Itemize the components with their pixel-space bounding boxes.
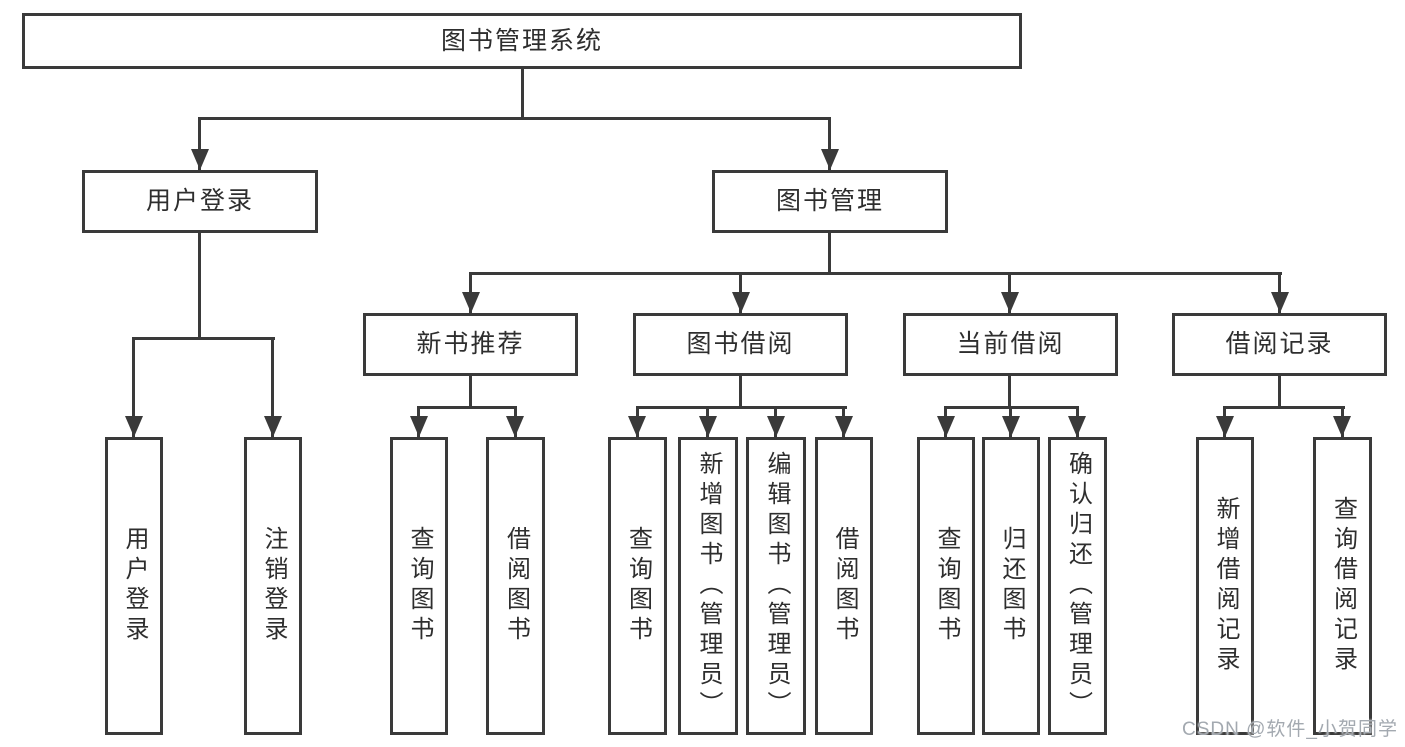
connector-line bbox=[521, 69, 524, 119]
node-label: 新增借阅记录 bbox=[1212, 496, 1239, 676]
node-label: 新书推荐 bbox=[416, 330, 525, 358]
connector-line bbox=[1223, 406, 1345, 409]
arrow-down-icon bbox=[264, 416, 282, 437]
arrow-down-icon bbox=[1002, 416, 1020, 437]
arrow-down-icon bbox=[821, 149, 839, 170]
leaf-edit-book-admin: 编辑图书（管理员） bbox=[746, 437, 806, 735]
node-label: 查询图书 bbox=[624, 526, 652, 646]
node-label: 图书管理系统 bbox=[440, 26, 603, 55]
connector-line bbox=[271, 340, 274, 437]
node-user-login: 用户登录 bbox=[82, 170, 318, 233]
arrow-down-icon bbox=[1001, 292, 1019, 313]
node-label: 查询借阅记录 bbox=[1329, 496, 1357, 676]
node-label: 用户登录 bbox=[121, 526, 148, 646]
arrow-down-icon bbox=[506, 416, 524, 437]
node-new-book-recommendation: 新书推荐 bbox=[363, 313, 578, 376]
arrow-down-icon bbox=[835, 416, 853, 437]
connector-line bbox=[198, 117, 831, 120]
connector-line bbox=[828, 233, 831, 273]
connector-line bbox=[1278, 376, 1281, 407]
node-label: 查询图书 bbox=[933, 526, 960, 646]
connector-line bbox=[739, 376, 742, 407]
connector-line bbox=[944, 406, 1079, 409]
arrow-down-icon bbox=[191, 149, 209, 170]
arrow-down-icon bbox=[1333, 416, 1351, 437]
connector-line bbox=[417, 406, 517, 409]
node-label: 借阅记录 bbox=[1225, 330, 1334, 358]
connector-line bbox=[1008, 376, 1011, 407]
node-label: 借阅图书 bbox=[502, 526, 530, 646]
arrow-down-icon bbox=[937, 416, 955, 437]
leaf-confirm-return-admin: 确认归还（管理员） bbox=[1048, 437, 1107, 735]
leaf-logout: 注销登录 bbox=[244, 437, 302, 735]
arrow-down-icon bbox=[699, 416, 717, 437]
arrow-down-icon bbox=[628, 416, 646, 437]
connector-line bbox=[132, 340, 135, 437]
node-label: 用户登录 bbox=[145, 187, 254, 215]
connector-line bbox=[636, 406, 847, 409]
connector-line bbox=[198, 233, 201, 337]
leaf-borrow-books-borrowing: 借阅图书 bbox=[815, 437, 873, 735]
arrow-down-icon bbox=[410, 416, 428, 437]
leaf-query-books-current: 查询图书 bbox=[917, 437, 975, 735]
arrow-down-icon bbox=[767, 416, 785, 437]
node-book-borrowing: 图书借阅 bbox=[633, 313, 848, 376]
arrow-down-icon bbox=[125, 416, 143, 437]
node-label: 查询图书 bbox=[406, 526, 433, 646]
leaf-add-book-admin: 新增图书（管理员） bbox=[678, 437, 738, 735]
node-label: 编辑图书（管理员） bbox=[763, 451, 790, 721]
node-label: 图书管理 bbox=[775, 187, 884, 215]
node-book-management: 图书管理 bbox=[712, 170, 948, 233]
connector-line bbox=[132, 337, 275, 340]
leaf-user-login: 用户登录 bbox=[105, 437, 163, 735]
node-library-management-system: 图书管理系统 bbox=[22, 13, 1022, 69]
leaf-query-books-borrowing: 查询图书 bbox=[608, 437, 667, 735]
leaf-query-books-recommend: 查询图书 bbox=[390, 437, 448, 735]
leaf-add-borrow-record: 新增借阅记录 bbox=[1196, 437, 1254, 735]
arrow-down-icon bbox=[462, 292, 480, 313]
node-label: 新增图书（管理员） bbox=[695, 451, 722, 721]
node-label: 确认归还（管理员） bbox=[1064, 451, 1092, 721]
connector-line bbox=[469, 376, 472, 407]
node-label: 图书借阅 bbox=[686, 330, 795, 358]
node-label: 归还图书 bbox=[998, 526, 1025, 646]
arrow-down-icon bbox=[1068, 416, 1086, 437]
node-label: 注销登录 bbox=[260, 526, 287, 646]
leaf-query-borrow-record: 查询借阅记录 bbox=[1313, 437, 1372, 735]
node-label: 借阅图书 bbox=[831, 526, 858, 646]
leaf-return-books: 归还图书 bbox=[982, 437, 1040, 735]
arrow-down-icon bbox=[1216, 416, 1234, 437]
node-current-borrowing: 当前借阅 bbox=[903, 313, 1118, 376]
arrow-down-icon bbox=[732, 292, 750, 313]
arrow-down-icon bbox=[1271, 292, 1289, 313]
connector-line bbox=[469, 272, 1282, 275]
node-label: 当前借阅 bbox=[956, 330, 1065, 358]
node-borrowing-records: 借阅记录 bbox=[1172, 313, 1387, 376]
csdn-watermark: CSDN @软件_小贺同学 bbox=[1182, 719, 1398, 740]
connector-line bbox=[828, 120, 831, 170]
connector-line bbox=[198, 120, 201, 170]
leaf-borrow-books-recommend: 借阅图书 bbox=[486, 437, 545, 735]
